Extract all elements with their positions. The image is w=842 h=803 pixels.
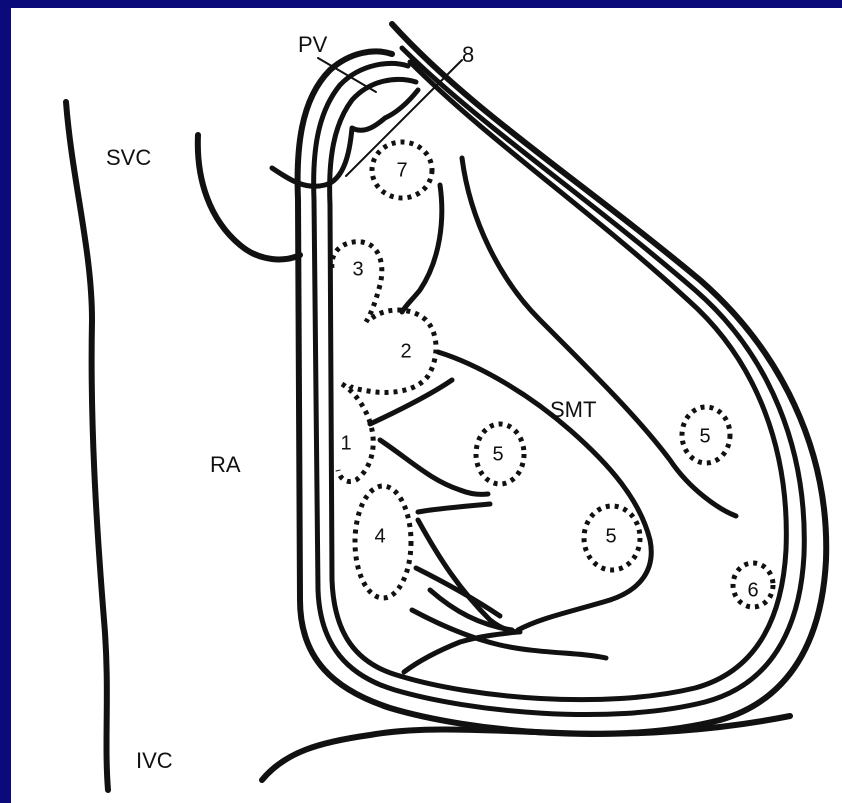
pouch-outer-wall xyxy=(298,24,827,734)
septal-ridge xyxy=(402,185,442,312)
ivc-curve xyxy=(262,716,790,780)
ivc-label: IVC xyxy=(136,748,173,773)
svc-label: SVC xyxy=(106,145,151,170)
site-3-ring xyxy=(332,242,382,322)
ra-label: RA xyxy=(210,452,241,477)
site-7-label: 7 xyxy=(396,159,407,181)
site-3-label: 3 xyxy=(352,258,363,280)
smt-label: SMT xyxy=(550,397,596,422)
pouch-inner-wall xyxy=(330,62,787,700)
pv-label: PV xyxy=(298,32,328,57)
inner-chord-8 xyxy=(404,632,518,672)
site-6-label: 6 xyxy=(747,579,758,601)
site-1-label: 1 xyxy=(340,432,351,454)
site-2-label: 2 xyxy=(400,340,411,362)
inner-chord-3 xyxy=(380,440,488,494)
atrial-wall-line xyxy=(66,102,108,790)
svc-curve xyxy=(198,135,300,259)
inner-chord-4 xyxy=(418,504,490,512)
site-5a-label: 5 xyxy=(492,443,503,465)
site-2-ring xyxy=(350,310,436,392)
site-4-label: 4 xyxy=(374,525,385,547)
site-5b-label: 5 xyxy=(605,525,616,547)
eight-label: 8 xyxy=(462,42,474,67)
site-5c-label: 5 xyxy=(699,425,710,447)
